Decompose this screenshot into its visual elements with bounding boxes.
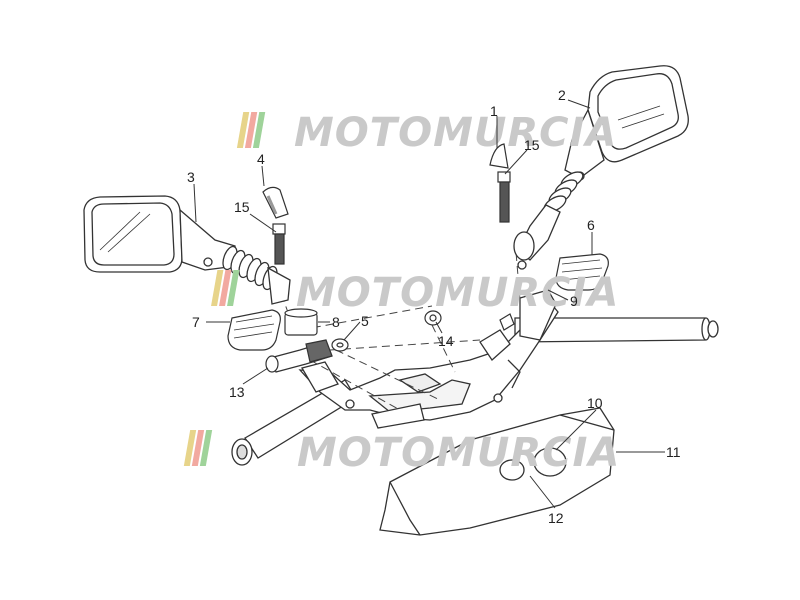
callout-4: 4 bbox=[257, 151, 265, 167]
left-fasteners bbox=[262, 186, 442, 373]
hole-12 bbox=[499, 459, 525, 481]
cap-4-left bbox=[262, 186, 289, 219]
callout-labels: 1 2 3 4 5 6 7 8 9 10 11 12 13 14 15 15 bbox=[187, 87, 681, 526]
callout-2: 2 bbox=[558, 87, 566, 103]
watermark-logos: MOTOMURCIA MOTOMURCIA MOTOMURCIA bbox=[183, 110, 620, 476]
callout-1: 1 bbox=[490, 103, 498, 119]
svg-text:MOTOMURCIA: MOTOMURCIA bbox=[294, 110, 617, 156]
callout-14: 14 bbox=[438, 333, 454, 349]
bolt-15-left bbox=[272, 223, 286, 235]
watermark-2: MOTOMURCIA bbox=[211, 270, 619, 316]
callout-11: 11 bbox=[666, 444, 681, 460]
right-mirror bbox=[513, 65, 689, 270]
callout-9: 9 bbox=[570, 293, 578, 309]
callout-7: 7 bbox=[192, 314, 200, 330]
callout-5: 5 bbox=[361, 313, 369, 329]
bolt-15-right bbox=[497, 171, 511, 183]
hole-10 bbox=[533, 447, 567, 477]
rubber-pads bbox=[227, 253, 609, 351]
callout-13: 13 bbox=[229, 384, 245, 400]
callout-15-left: 15 bbox=[234, 199, 250, 215]
callout-3: 3 bbox=[187, 169, 195, 185]
pad-7 bbox=[227, 309, 281, 351]
callout-12: 12 bbox=[548, 510, 564, 526]
leader-lines bbox=[193, 99, 665, 509]
left-mirror bbox=[83, 195, 291, 305]
callout-10: 10 bbox=[587, 395, 603, 411]
svg-text:MOTOMURCIA: MOTOMURCIA bbox=[297, 430, 620, 476]
cover-11 bbox=[379, 407, 615, 536]
callout-6: 6 bbox=[587, 217, 595, 233]
callout-8: 8 bbox=[332, 314, 340, 330]
watermark-1: MOTOMURCIA bbox=[236, 110, 617, 156]
watermark-3: MOTOMURCIA bbox=[183, 430, 620, 476]
callout-15-right: 15 bbox=[524, 137, 540, 153]
handlebar bbox=[231, 289, 719, 466]
svg-text:MOTOMURCIA: MOTOMURCIA bbox=[296, 270, 619, 316]
